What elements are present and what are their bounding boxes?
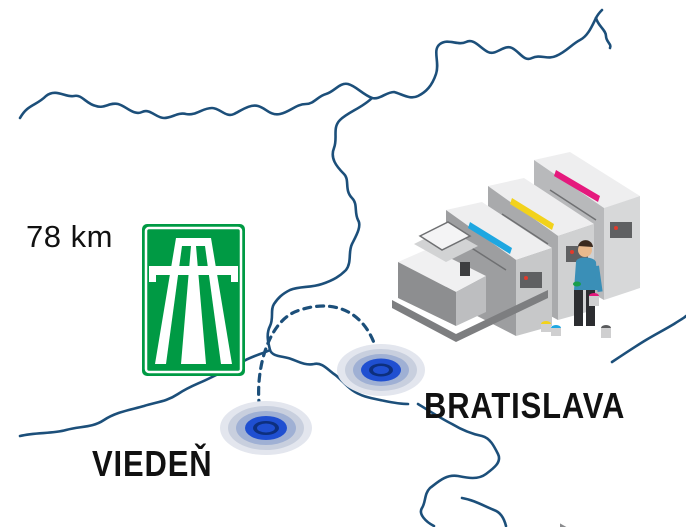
border-north (18, 8, 604, 120)
motorway-sign-icon (142, 224, 245, 376)
border-austria-slovakia (266, 96, 410, 406)
border-east (610, 314, 686, 364)
border-north-east (594, 16, 612, 50)
worker-icon (573, 240, 603, 326)
location-pin-icon (220, 401, 312, 455)
printing-press-icon (392, 152, 640, 527)
border-danube-east (416, 402, 501, 527)
route-dashed (257, 304, 382, 422)
border-south-tail (460, 496, 508, 527)
distance-label: 78 km (26, 219, 113, 254)
city-label-vienna: VIEDEŇ (92, 443, 213, 484)
city-label-bratislava: BRATISLAVA (424, 385, 626, 426)
country-borders (18, 8, 686, 527)
location-pin-icon (337, 344, 425, 396)
